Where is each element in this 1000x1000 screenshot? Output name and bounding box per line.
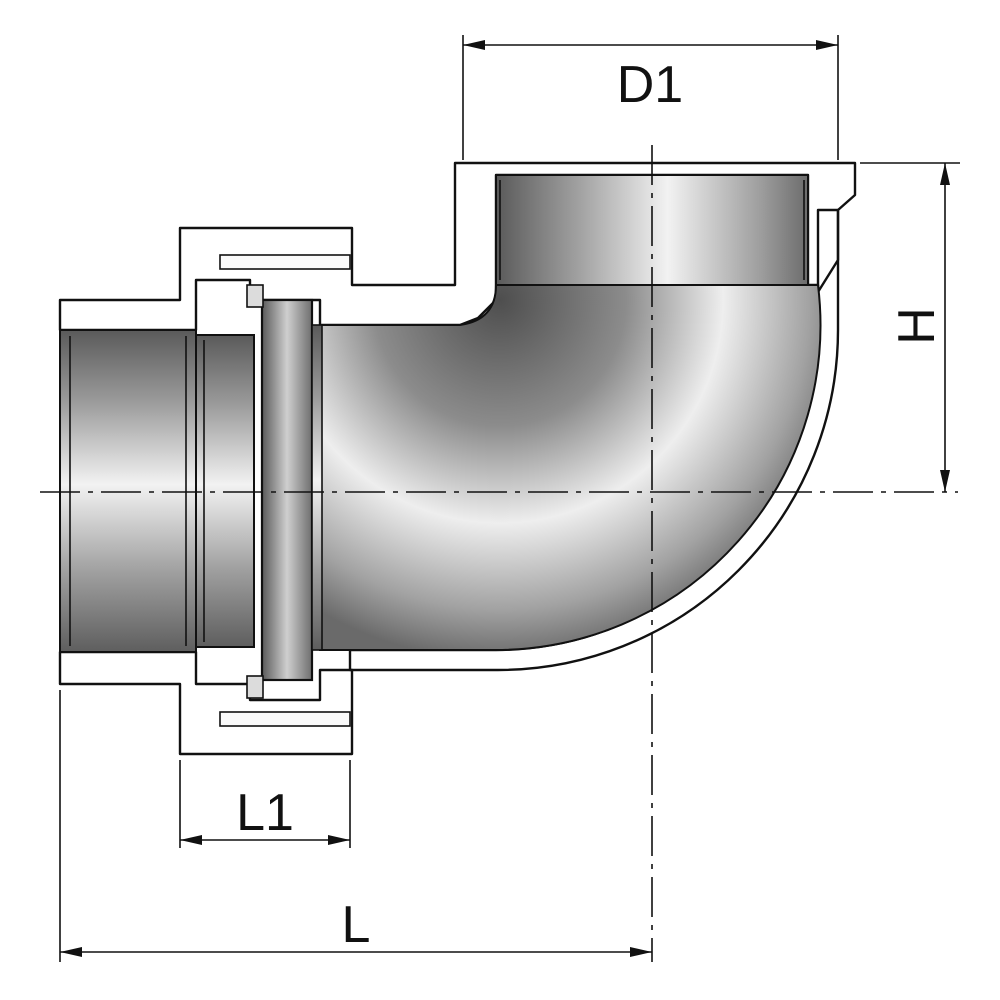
thread-details [69, 180, 805, 727]
l1-label: L1 [236, 784, 294, 842]
dimension-d1: D1 [462, 35, 839, 160]
dimension-l1: L1 [179, 760, 351, 848]
center-lines [40, 145, 958, 962]
l-label: L [342, 896, 371, 954]
dimension-h: H [860, 162, 960, 492]
inner-bore [59, 174, 822, 682]
h-label: H [888, 307, 946, 345]
d1-label: D1 [617, 56, 683, 114]
dimension-l: L [59, 690, 652, 962]
